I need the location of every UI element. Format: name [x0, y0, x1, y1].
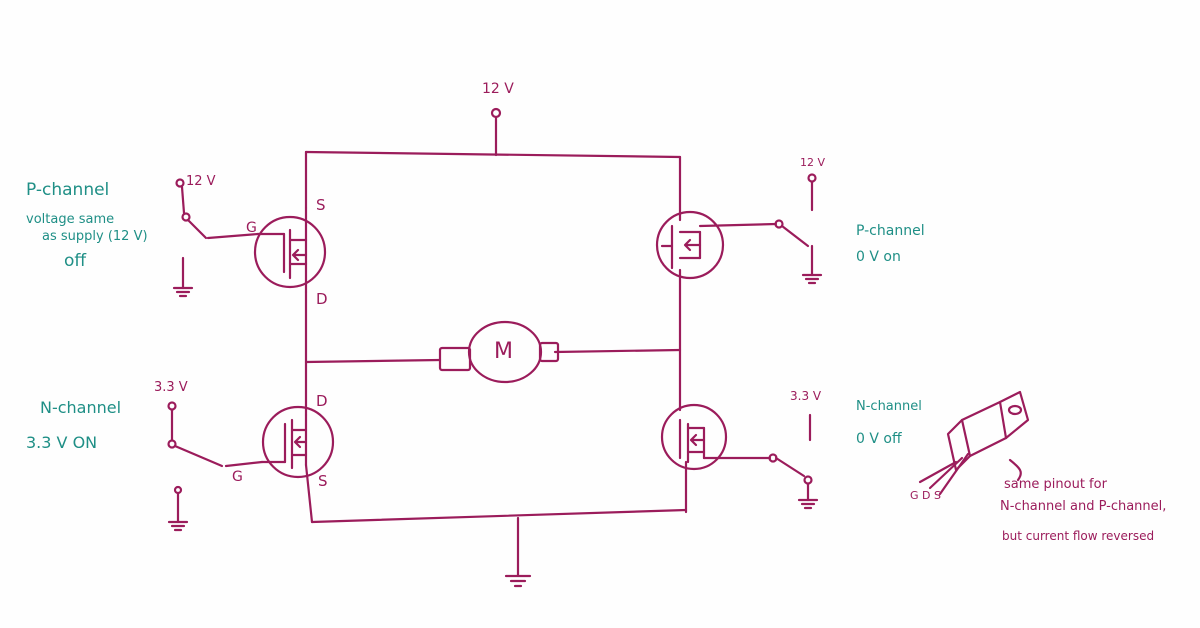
right-bottom-note-state: 0 V off: [856, 431, 902, 447]
bottom-ground-symbol: [504, 574, 532, 588]
mosfet-top-right: [655, 210, 778, 280]
package-note-line3: but current flow reversed: [1002, 529, 1155, 543]
drain-label-top-left: D: [316, 290, 328, 308]
mosfet-bottom-right: [660, 403, 772, 471]
package-pin-labels: G D S: [910, 489, 941, 502]
source-label-bottom-left: S: [318, 472, 328, 490]
left-top-note-state: off: [64, 251, 87, 271]
right-bottom-note-title: N-channel: [856, 399, 922, 414]
switch-left-top: [172, 178, 260, 298]
left-top-note-title: P-channel: [26, 180, 110, 200]
right-bottom-supply-label: 3.3 V: [790, 389, 822, 403]
gate-label-top-left: G: [246, 220, 257, 236]
package-note-line2: N-channel and P-channel,: [1000, 499, 1167, 514]
right-top-note-state: 0 V on: [856, 249, 901, 265]
to220-package-sketch: [918, 390, 1030, 496]
right-top-note-title: P-channel: [856, 223, 925, 239]
mosfet-top-left: [253, 206, 327, 294]
gate-label-bottom-left: G: [232, 469, 243, 485]
top-supply-terminal: [490, 107, 502, 157]
drain-label-bottom-left: D: [316, 392, 328, 410]
mosfet-bottom-left: [260, 405, 335, 479]
switch-left-bottom: [167, 401, 264, 532]
left-bottom-note-title: N-channel: [40, 398, 122, 417]
left-top-note-line2: as supply (12 V): [42, 229, 148, 244]
bridge-wires: [304, 150, 688, 577]
source-label-top-left: S: [316, 196, 326, 214]
left-bottom-supply-label: 3.3 V: [154, 380, 188, 395]
motor-symbol: [438, 320, 560, 384]
switch-right-top: [774, 173, 823, 285]
left-top-note-line1: voltage same: [26, 212, 115, 227]
motor-label: M: [494, 339, 513, 364]
left-top-supply-label: 12 V: [186, 174, 216, 189]
top-supply-label: 12 V: [482, 81, 514, 97]
left-bottom-note-state: 3.3 V ON: [26, 433, 98, 452]
switch-right-bottom: [768, 413, 819, 510]
right-top-supply-label: 12 V: [800, 156, 826, 169]
package-note-line1: same pinout for: [1004, 477, 1107, 492]
